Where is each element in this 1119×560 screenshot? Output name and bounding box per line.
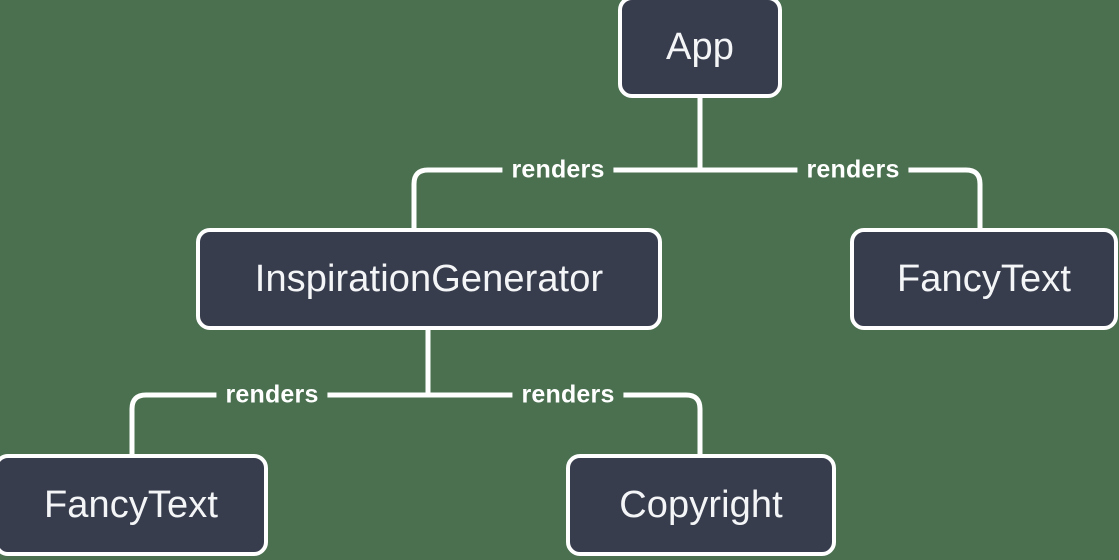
node-inspiration-generator[interactable]: InspirationGenerator <box>196 228 662 330</box>
edge-label-app-inspgen: renders <box>502 157 614 183</box>
node-fancy-text-left[interactable]: FancyText <box>0 454 268 556</box>
edge-inspgen-copyright <box>428 392 703 455</box>
node-app[interactable]: App <box>618 0 782 98</box>
edge-app-fancy-right <box>700 167 983 229</box>
edge-inspgen-fancy-left <box>129 392 428 455</box>
edge-label-inspgen-copyright: renders <box>512 382 624 408</box>
node-fancy-text-right[interactable]: FancyText <box>850 228 1118 330</box>
node-copyright[interactable]: Copyright <box>566 454 836 556</box>
edge-app-inspgen <box>411 167 700 229</box>
edge-label-inspgen-fancy-left: renders <box>216 382 328 408</box>
edge-label-app-fancy-right: renders <box>797 157 909 183</box>
